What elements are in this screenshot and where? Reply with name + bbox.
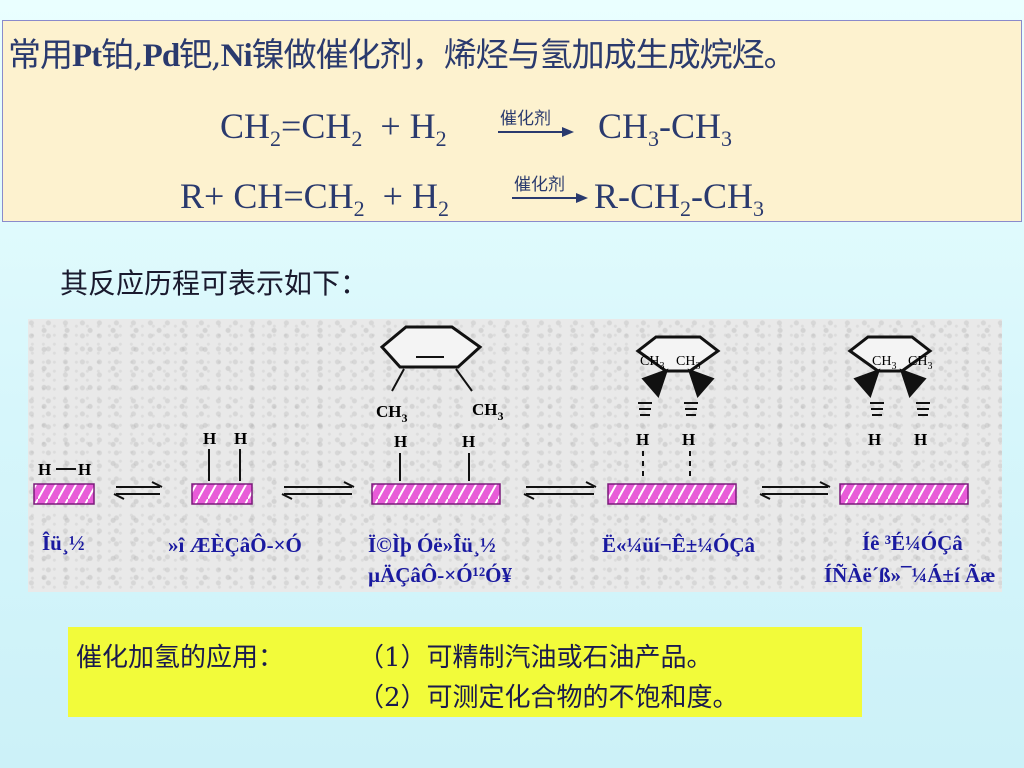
- hydrogen-atom: H: [462, 432, 475, 451]
- methyl-group: CH3: [872, 354, 896, 372]
- hashed-bond: [870, 402, 930, 416]
- methyl-group: CH3: [376, 402, 408, 425]
- cycloalkane-ring-intermediate: [635, 335, 721, 398]
- arrow-head-icon: [576, 193, 588, 203]
- cycloalkene-ring: [379, 325, 483, 369]
- methyl-group: CH3: [640, 354, 664, 372]
- formula-subscript: 2: [680, 196, 692, 221]
- hydrogen-atom: H: [636, 430, 649, 449]
- formula-subscript: 2: [351, 126, 363, 151]
- catalyst-surface-3: [371, 483, 501, 505]
- arrow-shaft: [498, 131, 564, 133]
- cycloalkane-ring-product: [847, 335, 933, 398]
- formula-part: =CH: [281, 106, 352, 146]
- methyl-bond: [455, 368, 473, 392]
- equilibrium-arrow-4: [759, 481, 831, 500]
- formula-part: R-CH: [594, 176, 681, 216]
- catalyst-label: 催化剂: [500, 109, 551, 129]
- hydrogen-atom: H: [914, 430, 927, 449]
- header-sentence: 常用Pt铂,Pd钯,Ni镍做催化剂，烯烃与氢加成生成烷烃。: [8, 28, 1018, 76]
- text-fragment: Pt: [72, 38, 102, 74]
- formula-part: + H: [364, 176, 438, 216]
- stage-caption-5b: ÍÑÀë´ß»¯¼Á±í Ãæ: [824, 563, 996, 587]
- hydrogen-atom: H: [394, 432, 407, 451]
- catalyst-label: 催化剂: [514, 175, 565, 195]
- stage-caption-2: »î ÆÈÇâÔ-×Ó: [168, 533, 302, 557]
- formula-subscript: 2: [437, 196, 449, 221]
- hydrogen-atom: H: [868, 430, 881, 449]
- formula-part: R+ CH=CH: [180, 176, 354, 216]
- equation-1-right: CH3-CH3: [598, 105, 732, 152]
- stage-caption-5a: Íê ³É¼ÓÇâ: [862, 531, 963, 555]
- hydrogen-atom: H: [682, 430, 695, 449]
- methyl-group: CH3: [676, 354, 700, 372]
- hydrogen-atom: H: [234, 429, 247, 448]
- formula-subscript: 2: [435, 126, 447, 151]
- methyl-group: CH3: [908, 354, 932, 372]
- stage-caption-4: Ë«¼üí¬Ê±¼ÓÇâ: [602, 533, 756, 557]
- hydrogen-atom: H: [78, 460, 91, 479]
- formula-part: CH: [220, 106, 271, 146]
- formula-subscript: 3: [753, 196, 765, 221]
- mechanism-drawing: H H H H CH3 CH3 H H CH3 CH3 H: [33, 325, 969, 505]
- stage-caption-3b: µÄÇâÔ-×Ó¹²Ó¥: [368, 563, 512, 587]
- formula-subscript: 3: [721, 126, 733, 151]
- text-fragment: Pd: [142, 38, 181, 74]
- formula-part: + H: [362, 106, 436, 146]
- equation-2-right: R-CH2-CH3: [594, 175, 764, 222]
- formula-subscript: 2: [353, 196, 365, 221]
- application-item-2: （2）可测定化合物的不饱和度。: [358, 683, 739, 713]
- methyl-bond: [391, 368, 405, 392]
- catalyst-surface-5: [839, 483, 969, 505]
- equation-2-left: R+ CH=CH2 + H2: [180, 175, 449, 222]
- equation-1-left: CH2=CH2 + H2: [220, 105, 447, 152]
- formula-subscript: 3: [648, 126, 660, 151]
- formula-part: -CH: [659, 106, 722, 146]
- text-fragment: 钯,: [179, 35, 221, 74]
- hashed-bond: [638, 402, 698, 416]
- catalyst-surface-1: [33, 483, 95, 505]
- reaction-summary-box: [2, 20, 1022, 222]
- equilibrium-arrow-1: [113, 481, 163, 500]
- applications-label: 催化加氢的应用：: [76, 643, 285, 673]
- mechanism-intro: 其反应历程可表示如下：: [60, 267, 369, 300]
- formula-part: -CH: [691, 176, 754, 216]
- mechanism-diagram: H H H H CH3 CH3 H H CH3 CH3 H: [28, 319, 1002, 592]
- application-item-1: （1）可精制汽油或石油产品。: [358, 643, 713, 673]
- text-fragment: 常用: [8, 35, 73, 74]
- equilibrium-arrow-3: [523, 481, 597, 500]
- hydrogen-atom: H: [38, 460, 51, 479]
- arrow-head-icon: [562, 127, 574, 137]
- arrow-shaft: [512, 197, 578, 199]
- formula-part: CH: [598, 106, 649, 146]
- applications-box: 催化加氢的应用： （1）可精制汽油或石油产品。 （2）可测定化合物的不饱和度。: [68, 627, 862, 717]
- equilibrium-arrow-2: [281, 481, 355, 500]
- catalyst-surface-4: [607, 483, 737, 505]
- methyl-group: CH3: [472, 400, 504, 423]
- catalyst-arrow-1: 催化剂: [498, 104, 578, 144]
- catalyst-arrow-2: 催化剂: [512, 170, 592, 210]
- text-fragment: Ni: [220, 38, 253, 74]
- formula-subscript: 2: [270, 126, 282, 151]
- stage-caption-3a: Ï©Ìþ Óë»Îü¸½: [368, 533, 496, 557]
- catalyst-surface-2: [191, 483, 253, 505]
- text-fragment: 铂,: [101, 35, 143, 74]
- hydrogen-atom: H: [203, 429, 216, 448]
- stage-caption-1: Îü¸½: [42, 531, 85, 555]
- text-fragment: 镍做催化剂，烯烃与氢加成生成烷烃。: [251, 35, 797, 74]
